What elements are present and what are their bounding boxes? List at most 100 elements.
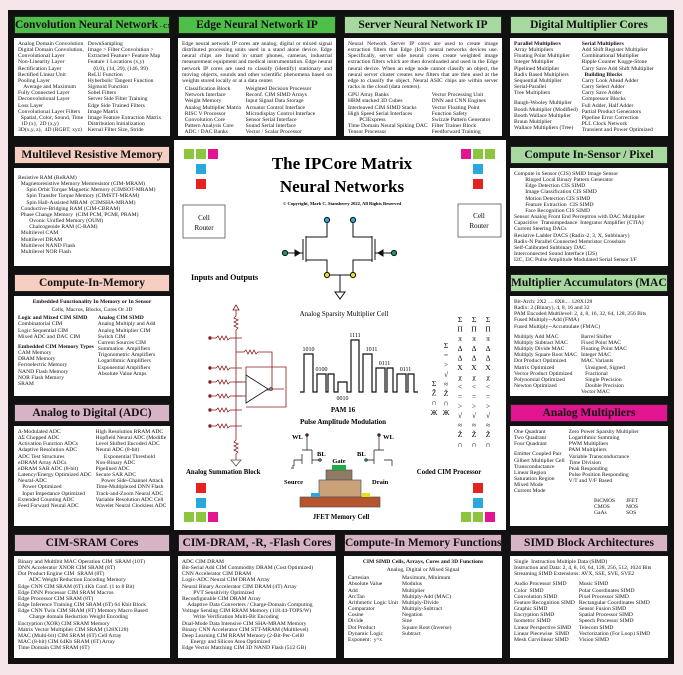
list-item: Linear Piecewise SIMD <box>514 630 570 637</box>
list-item: Color SIMD <box>514 587 544 594</box>
list-item: MAC Variants <box>580 358 614 365</box>
list-item: DownSampling <box>87 41 123 47</box>
list-item: Power Side-Channel Attack <box>95 478 164 485</box>
panel-subheading-2: Cells, Macros, Blocks, Cores Or 3D <box>51 307 133 314</box>
coded-symbol: √ <box>486 411 491 420</box>
list-item: Variable Transconductance <box>568 453 630 460</box>
list-item: Exponential Threshold <box>95 453 155 460</box>
list-item: Polar Coordinates SIMD <box>578 587 635 594</box>
pam-level-label: 0010 <box>337 396 349 402</box>
coded-symbol: Π <box>471 325 477 334</box>
list-item: Ringed Local Binary Pattern Generator <box>514 177 614 184</box>
list-item: MAC (8-bit) CIM 64Kb SRAM (6T) Array <box>18 639 115 646</box>
panel-intro-line: Instruction and Data: 2, 4, 8, 16, 64, 1… <box>514 565 652 572</box>
pam-title: PAM 16 <box>331 406 356 414</box>
list-item: PAM Multipliers <box>568 447 607 454</box>
list-item: Add <box>348 587 358 594</box>
list-item: Braun Multiplier <box>514 118 552 125</box>
list-item: Multiply Subtract MAC <box>514 339 568 346</box>
list-item: Analog Multiply and Add <box>97 321 156 328</box>
list-item: Binary and Multibit MAC Operation CIM SR… <box>18 559 146 565</box>
panel-intro-line: Radix: 2 (Binary), 4, 8, 16 and 32 <box>514 305 590 312</box>
cell-router-left-line-2: Router <box>194 224 214 232</box>
list-item: Loss Layer <box>18 102 44 109</box>
panel-body: Binary and Multibit MAC Operation CIM SR… <box>14 556 170 658</box>
list-item: Ripple Counter Kogge-Stone <box>581 59 647 66</box>
list-item: Serial Multipliers <box>581 41 624 47</box>
list-item: DRAM Memory <box>18 356 56 363</box>
list-item: Four Quadrant <box>514 441 547 448</box>
list-item: Combinatorial CIM <box>18 321 63 328</box>
list-item: Current Sources CIM <box>97 339 146 346</box>
list-item: Non-Binary ADC <box>95 459 136 466</box>
list-item: ADC CIM DRAM <box>182 559 224 565</box>
list-item: HBM stacked 3D Cubes <box>348 98 403 105</box>
coded-symbol: Π <box>485 325 491 334</box>
panel-intro-line: Streaming SIMD Extensions: AVX, SSE, SVE… <box>514 571 635 578</box>
panel-title-text: Digital Multiplier Cores <box>530 19 648 31</box>
list-item: Compute in Sensor (CIS) SMID Image Senso… <box>514 171 619 177</box>
list-item: Binary CNN Accelerator CIM STT-MRAM (Mul… <box>182 626 309 633</box>
list-item: Actuator Control Interface <box>245 104 306 111</box>
list-item: Trigonometric Amplifiers <box>97 352 156 359</box>
list-item: Power Optimized <box>18 484 62 491</box>
list-item: Vectorization (For Loop) SIMD <box>578 630 651 637</box>
coded-symbol: √ <box>472 411 477 420</box>
list-item: Phase Change Memory (CIM PCM, PCMI, PRAM… <box>18 211 139 218</box>
list-item: Spatial Processor SIMD <box>578 612 633 619</box>
panel-body: Compute in Sensor (CIS) SMID Image Senso… <box>510 168 668 266</box>
list-item: Pattern Analysis Core <box>182 123 234 130</box>
list-item: Adaptive Data Converters / Charge-Domain… <box>182 602 313 609</box>
pam-level-label: 1011 <box>366 347 378 353</box>
list-item: Multilevel CAM <box>18 230 59 237</box>
list-item: Dot Product Engine CIM SRAM (8T) <box>18 571 105 578</box>
list-item: Activation Function ADCs <box>18 441 78 448</box>
coded-symbol: ∩ <box>431 398 436 407</box>
panel-subheading: CIM SIMD Cells, Arrays, Cores and 3D Fun… <box>362 559 484 565</box>
panel-body: Single Instruction Multiple Data (SIMD)I… <box>510 556 668 658</box>
coded-symbol: ≈ <box>444 379 448 388</box>
coded-symbol: Δ <box>472 344 477 353</box>
list-item: Cosine <box>348 612 364 619</box>
list-item: Microdisplay Control Interface <box>245 110 316 117</box>
list-item: Two Quadrant <box>514 435 547 442</box>
list-item: Sensor Serial Interface <box>245 116 297 123</box>
list-item: Mesh Curvilinear SIMD <box>514 636 569 643</box>
list-item: Mixed Mode <box>514 482 544 489</box>
panel-columns: Binary and Multibit MAC Operation CIM SR… <box>18 559 166 651</box>
list-item: Logic and Mixed CIM SIMD <box>18 315 88 322</box>
input-node <box>208 408 212 412</box>
jfet-drain-label: Drain <box>372 479 389 486</box>
input-resistor <box>212 365 242 371</box>
cell-router-left-line-1: Cell <box>198 214 210 222</box>
panel-title: CIM-SRAM Cores <box>14 534 170 552</box>
list-item: Analog Multiplier Matrix <box>182 104 242 111</box>
list-item: Rectified Linear Unit <box>18 71 66 78</box>
list-item: Partial Product Generators <box>581 108 642 115</box>
list-item: Carry Look Ahead Adder <box>581 77 639 84</box>
coded-symbol: > <box>444 360 448 369</box>
list-item: One Quadrant <box>514 429 546 435</box>
coded-symbol: X <box>457 363 463 372</box>
panel-subheading-2: Analog, Digital or Mixed Signal <box>386 567 460 574</box>
list-item: Face Recognition CIS SIMD <box>514 207 590 214</box>
list-item: Convolutional Layer <box>18 53 65 60</box>
list-item: Full Adder, Half Adder <box>581 102 634 109</box>
panel-intro-line: Fused Multiply--Accumulate (FMAC) <box>514 323 601 330</box>
coded-symbol: Δ <box>458 353 463 362</box>
list-item: PVT Sensitivity Optimized <box>182 589 254 596</box>
list-item: Spin Hall-Assisted MRAM (CIMSHA-MRAM) <box>18 199 136 206</box>
list-item: V/T and V/F Based <box>568 478 613 485</box>
